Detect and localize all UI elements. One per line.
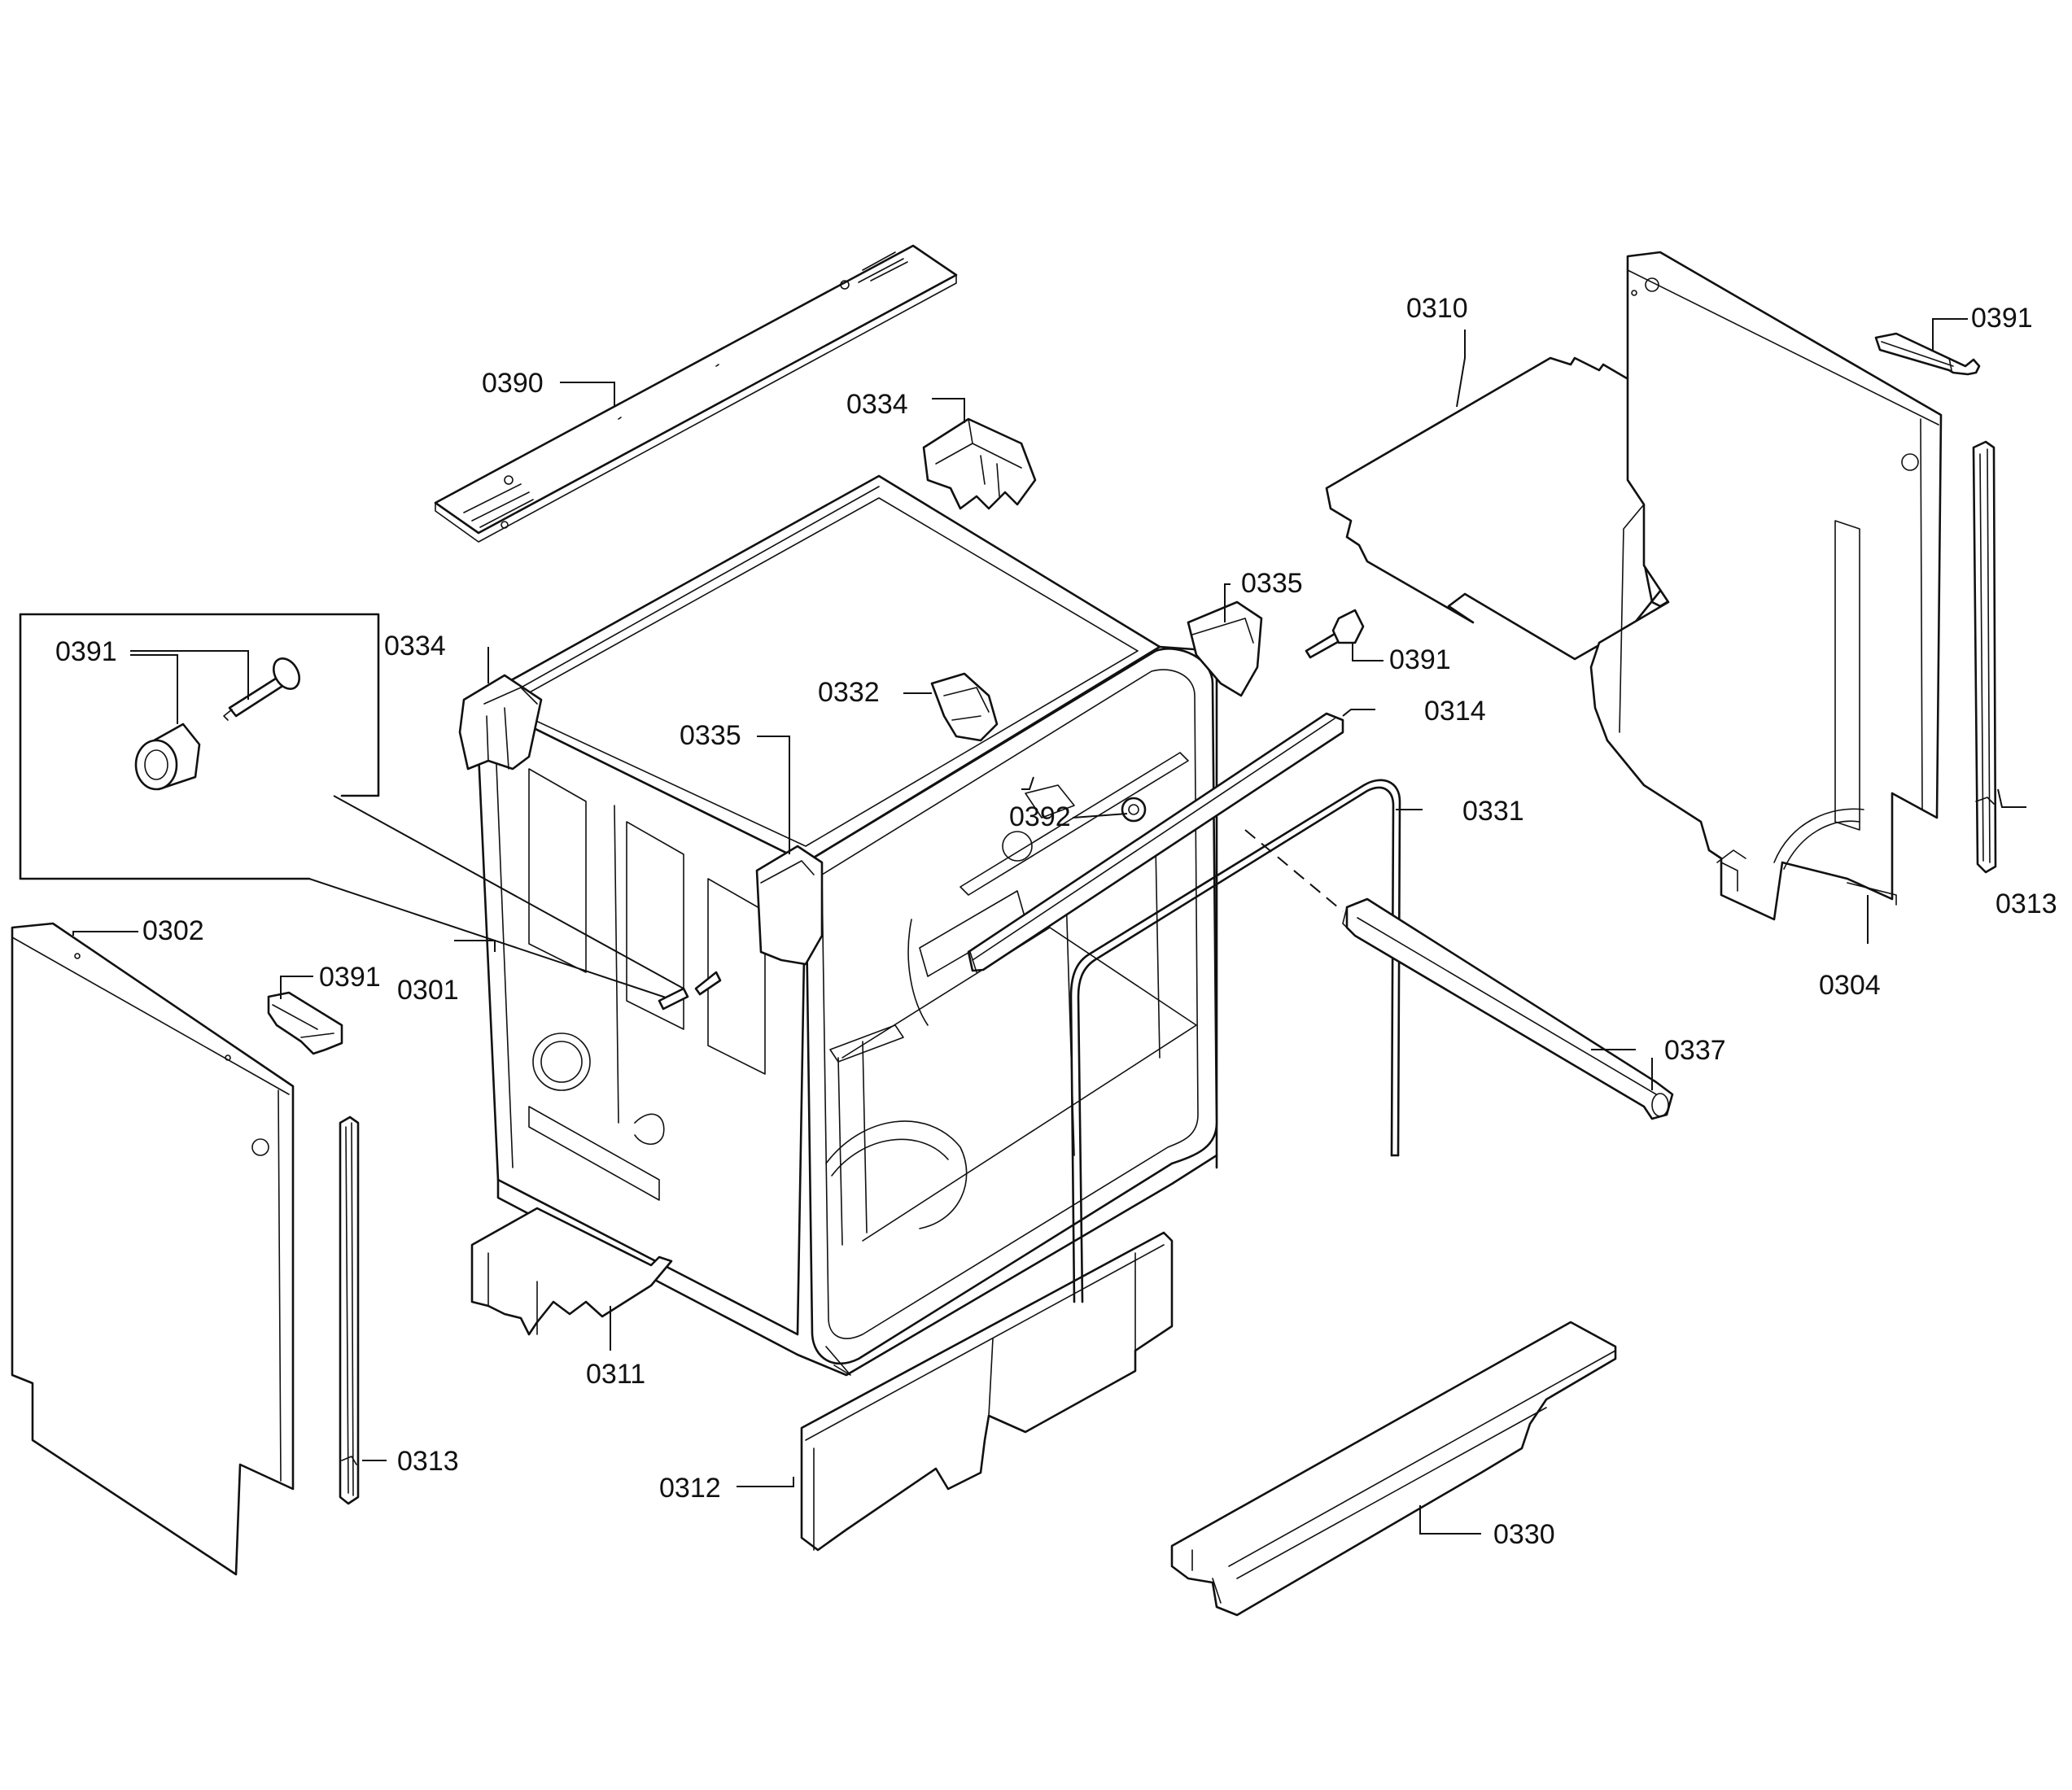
part-0302-side-panel (11, 922, 295, 1576)
label-0391-mid-right: 0391 (1389, 644, 1451, 675)
label-0313-left: 0313 (397, 1446, 459, 1477)
part-0331-gasket (1069, 779, 1401, 1303)
part-0313-strip-left (339, 1115, 360, 1505)
part-0311-base-block (470, 1207, 673, 1336)
part-0391-bracket-right (1874, 332, 1981, 376)
label-0391-top-right: 0391 (1971, 303, 2033, 334)
label-0311: 0311 (586, 1359, 645, 1390)
label-0331: 0331 (1462, 796, 1524, 827)
part-0313-strip-right (1972, 440, 1997, 874)
part-0334-bracket-upper (922, 417, 1037, 510)
part-0390-top-plate (434, 244, 958, 543)
part-0337-rail (1244, 829, 1674, 1120)
label-0302: 0302 (142, 915, 204, 946)
part-0312-front-block (800, 1231, 1174, 1552)
part-labels: 0390 0334 0310 0391 0335 0391 0391 0334 … (55, 293, 2057, 1550)
part-0335-corner-left (755, 845, 824, 966)
part-0334-bracket-left (458, 674, 543, 771)
label-0335-left: 0335 (680, 720, 741, 751)
label-0391-left: 0391 (319, 962, 381, 993)
part-0335-corner-right (1187, 600, 1263, 697)
label-0334-left: 0334 (384, 631, 446, 661)
label-0313-right: 0313 (1996, 888, 2057, 919)
inset-box-0391 (19, 613, 722, 1011)
label-0304: 0304 (1819, 970, 1881, 1001)
label-0337: 0337 (1664, 1035, 1726, 1066)
label-0330: 0330 (1493, 1519, 1555, 1550)
label-0314: 0314 (1424, 696, 1486, 727)
label-0392: 0392 (1009, 801, 1071, 832)
label-0334-top: 0334 (846, 389, 908, 420)
label-0390: 0390 (482, 368, 544, 399)
label-0391-inset: 0391 (55, 636, 117, 667)
part-0330-kick-plate (1170, 1321, 1617, 1617)
label-0335-right: 0335 (1241, 568, 1303, 599)
label-0301: 0301 (397, 975, 459, 1006)
label-0310: 0310 (1406, 293, 1468, 324)
part-0391-screw-right (1305, 609, 1365, 659)
label-0312: 0312 (659, 1473, 721, 1504)
leader-lines (72, 318, 2026, 1535)
part-0392-hinge (1121, 797, 1147, 823)
part-0304-back-panel (1589, 251, 1943, 921)
label-0332: 0332 (818, 677, 880, 708)
part-0314-strip (967, 712, 1344, 973)
part-0301-tub (474, 474, 1218, 1377)
part-0391-bracket-left (267, 991, 343, 1055)
part-0332-latch (930, 672, 999, 742)
